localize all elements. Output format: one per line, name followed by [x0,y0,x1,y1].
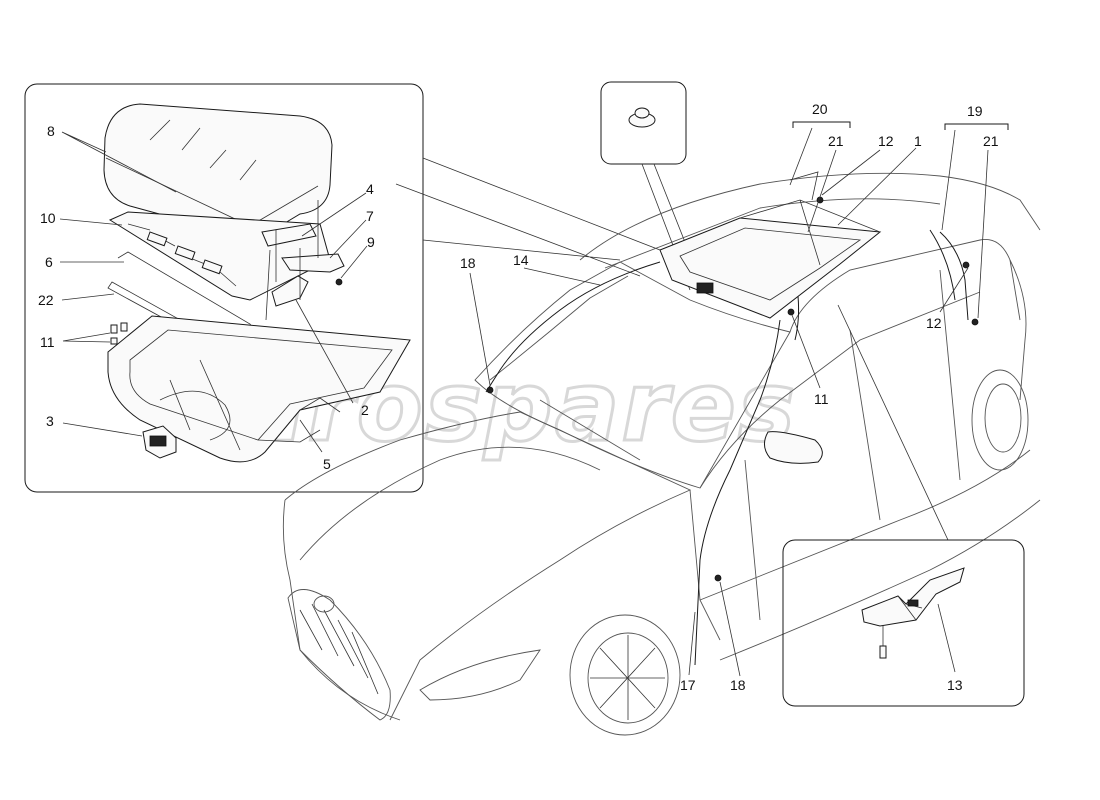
mechanism-parts [261,223,345,321]
bracket-20 [792,121,851,128]
callout-20: 20 [812,101,828,117]
callout-11-car: 11 [814,391,829,407]
glass-panel [103,103,333,238]
callout-17: 17 [680,677,696,693]
callout-10: 10 [40,210,56,226]
callout-5: 5 [323,456,331,472]
callout-14: 14 [513,252,529,268]
hinge-inset: 13 [782,539,1025,707]
leader-lines-inset [59,131,368,453]
callout-12-a: 12 [878,133,894,149]
drain-hoses [485,196,979,666]
sunroof-on-car [659,171,882,319]
callout-8: 8 [47,123,55,139]
callout-9: 9 [367,234,375,250]
sunroof-motor [142,425,177,459]
leader-lines-car [469,127,989,677]
callout-21-b: 21 [983,133,999,149]
sunroof-assembly-inset: 8 10 6 22 11 3 4 7 9 2 5 [24,83,424,493]
callout-18-b: 18 [730,677,746,693]
callout-18-a: 18 [460,255,476,271]
callout-12-b: 12 [926,315,942,331]
callout-22: 22 [38,292,54,308]
inset-connector-lines [395,157,661,277]
callout-6: 6 [45,254,53,270]
grommet-inset [600,81,705,291]
callout-19: 19 [967,103,983,119]
callout-3: 3 [46,413,54,429]
callout-21-a: 21 [828,133,844,149]
callout-2: 2 [361,402,369,418]
callout-11-inset: 11 [40,334,55,350]
clips [110,322,128,345]
callout-4: 4 [366,181,374,197]
callout-7: 7 [366,208,374,224]
car-body [282,172,1041,736]
callout-13: 13 [947,677,963,693]
callout-1: 1 [914,133,922,149]
sunroof-base-frame [107,315,411,463]
bracket-19 [944,123,1009,130]
